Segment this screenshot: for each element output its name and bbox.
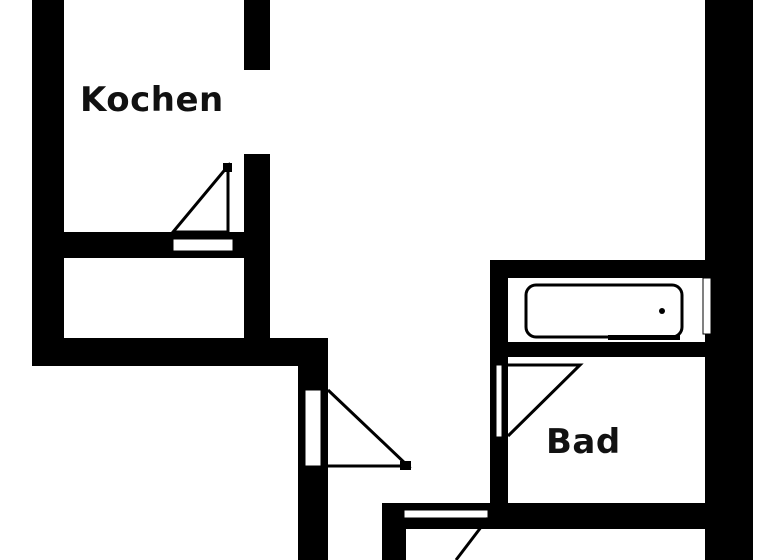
bathtub (524, 283, 684, 340)
room-label-kitchen: Kochen (80, 80, 224, 120)
bathtub-base (608, 335, 680, 340)
lower-door-opening (403, 509, 489, 519)
wall-right-outer (705, 0, 753, 560)
wall-left-outer (32, 0, 64, 365)
wall-kitchen-right-lower (244, 154, 270, 344)
bath-window-opening (702, 277, 712, 335)
hall-door-stop (400, 461, 411, 470)
bathtub-outline (524, 283, 684, 339)
hall-door-opening (304, 389, 322, 467)
walls (32, 0, 753, 560)
room-label-bathroom: Bad (546, 422, 621, 462)
lower-room-door-icon (454, 517, 490, 560)
wall-kitchen-right-upper (244, 0, 270, 70)
kitchen-door-icon (169, 161, 230, 234)
bath-door-icon (506, 363, 584, 438)
bathtub-drain-icon (659, 308, 665, 314)
bath-door-opening (495, 364, 503, 438)
wall-bath-divider (490, 342, 705, 357)
kitchen-door-stop (223, 163, 232, 172)
openings (172, 238, 712, 519)
kitchen-door-opening (172, 238, 234, 252)
wall-bath-top (490, 260, 712, 278)
wall-storage-bottom (32, 338, 328, 366)
hall-door-icon (326, 388, 412, 468)
